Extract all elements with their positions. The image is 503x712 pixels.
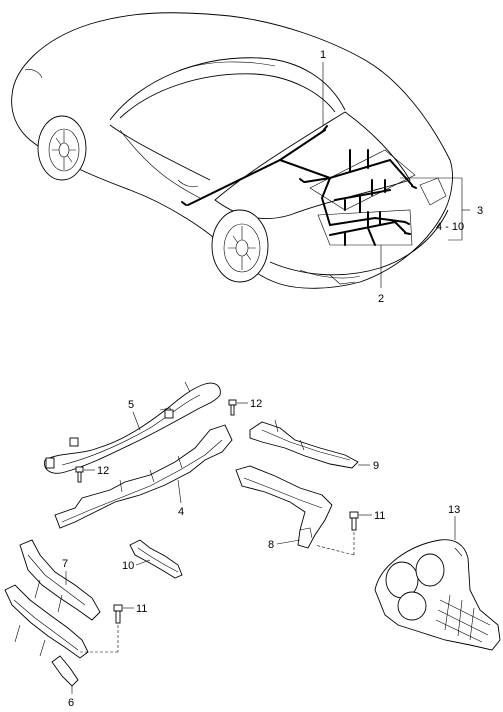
callout-10: 10 <box>122 559 151 572</box>
callout-11-left: 11 <box>123 603 147 615</box>
callout-11-right: 11 <box>359 510 385 522</box>
bolt-icon <box>113 604 123 624</box>
callout-5: 5 <box>128 399 141 431</box>
svg-text:12: 12 <box>250 398 262 410</box>
svg-text:11: 11 <box>136 603 147 615</box>
part-4-harness-tray <box>54 424 233 529</box>
svg-text:4: 4 <box>178 506 184 518</box>
svg-text:11: 11 <box>374 510 385 522</box>
svg-text:7: 7 <box>62 558 68 570</box>
part-9-bracket <box>249 419 359 469</box>
svg-text:3: 3 <box>477 205 483 217</box>
svg-text:5: 5 <box>128 399 134 411</box>
part-5-harness-guide <box>44 381 221 474</box>
callout-2: 2 <box>378 245 384 305</box>
callout-12-lower: 12 <box>84 465 109 477</box>
bolt-icon <box>349 511 359 531</box>
callout-6: 6 <box>68 686 74 709</box>
callout-13: 13 <box>448 504 460 540</box>
svg-text:2: 2 <box>378 293 384 305</box>
callout-7: 7 <box>62 558 68 585</box>
svg-text:10: 10 <box>122 560 134 572</box>
callout-9: 9 <box>358 460 379 472</box>
car-illustration <box>11 12 453 289</box>
part-10-clip <box>129 539 183 579</box>
part-6-tray <box>4 584 89 687</box>
svg-text:9: 9 <box>373 460 379 472</box>
callout-3-bracket: 3 4 - 10 <box>400 177 483 241</box>
callout-4: 4 <box>177 479 184 518</box>
svg-text:4 - 10: 4 - 10 <box>436 221 464 233</box>
bolt-icon <box>228 399 237 416</box>
part-13-cover-plate <box>374 539 501 651</box>
svg-text:13: 13 <box>448 504 460 516</box>
svg-text:1: 1 <box>320 49 326 61</box>
callout-1: 1 <box>320 49 326 125</box>
part-8-bracket <box>235 465 333 549</box>
part-7-harness-guide <box>19 539 101 621</box>
svg-text:12: 12 <box>97 465 109 477</box>
svg-text:6: 6 <box>68 697 74 709</box>
wiring-harness-icon <box>181 125 417 246</box>
callout-8: 8 <box>268 539 301 551</box>
bolt-icon <box>75 466 84 483</box>
callout-12-upper: 12 <box>237 398 262 410</box>
svg-text:8: 8 <box>268 539 274 551</box>
